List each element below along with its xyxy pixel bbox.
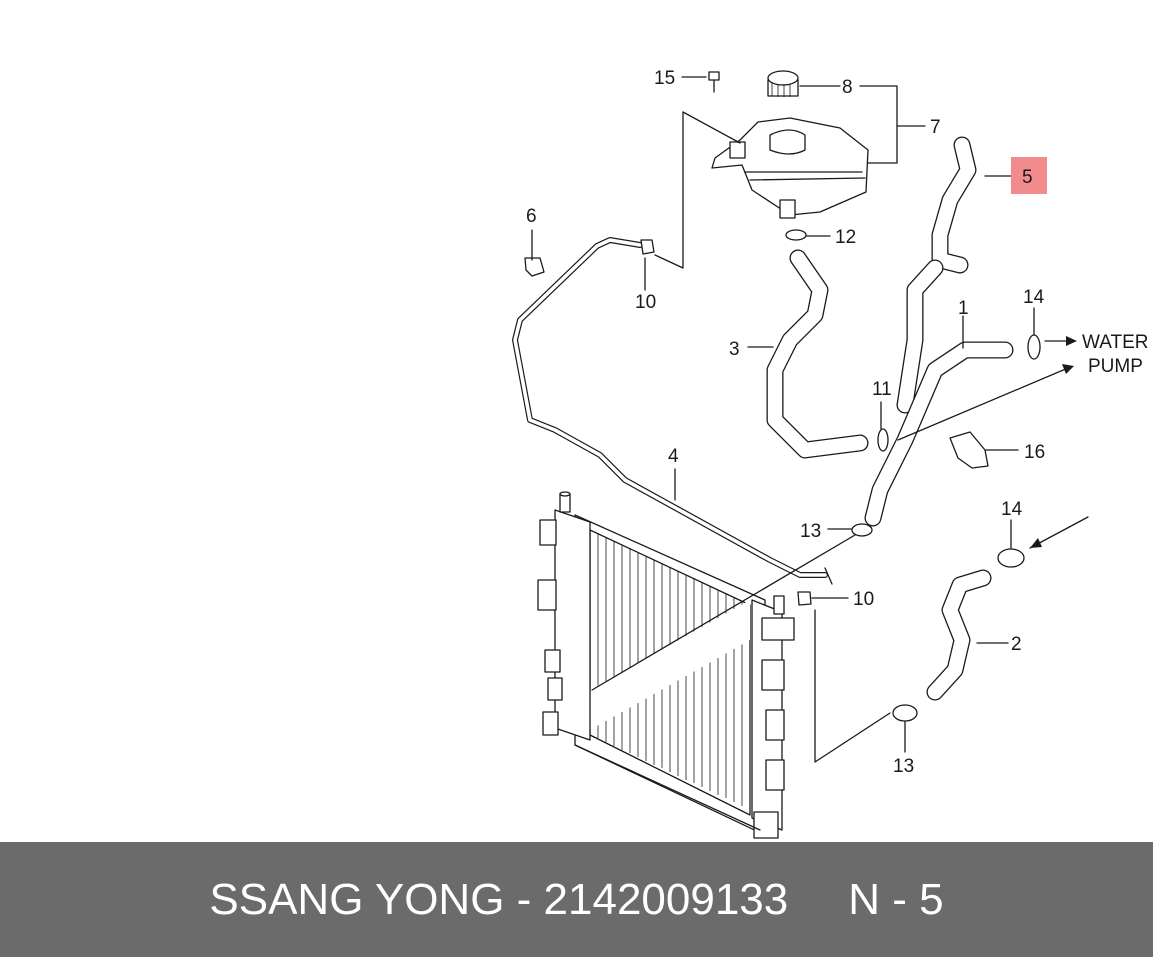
label-part-2: 2 [1011,634,1022,655]
label-part-8: 8 [842,77,853,98]
footer-part-number: 2142009133 [543,874,789,924]
part-labels: 15 8 7 5 6 12 10 14 1 3 11 16 4 14 13 10… [526,68,1149,777]
connector-16 [949,431,989,469]
radiator [537,491,795,839]
label-part-11: 11 [872,379,892,400]
hose-5 [896,136,977,414]
label-part-14-lower: 14 [1001,499,1023,520]
clip-10-upper [640,239,655,255]
label-part-15: 15 [654,68,675,89]
label-part-13-upper: 13 [800,521,821,542]
label-part-14-upper: 14 [1023,287,1045,308]
clamp-13-upper [851,523,873,537]
label-part-13-lower: 13 [893,756,914,777]
label-part-6: 6 [526,206,537,227]
highlight-box-part-5 [1011,157,1047,194]
bracket-6 [524,257,545,277]
footer-position-label: N - 5 [848,874,944,924]
clamp-14-lower [997,548,1025,568]
hose-2 [926,569,992,701]
hose-1 [864,341,1014,527]
arrow-to-water-pump-upper [1066,336,1077,346]
hose-3 [766,249,869,459]
parts-diagram: 15 8 7 5 6 12 10 14 1 3 11 16 4 14 13 10… [512,68,1149,839]
label-part-3: 3 [729,339,740,360]
arrow-to-water-pump-lower [1062,364,1074,374]
part-info-footer: SSANG YONG - 2142009133 N - 5 [0,842,1153,957]
label-part-12: 12 [835,227,856,248]
leader-lines [531,76,1089,763]
expansion-tank-7 [711,117,869,219]
label-part-10-upper: 10 [635,292,656,313]
label-part-16: 16 [1024,442,1045,463]
label-part-10-lower: 10 [853,589,874,610]
cap-8 [767,70,799,97]
clamp-11 [877,428,889,452]
label-part-5: 5 [1022,167,1033,188]
bolt-15 [708,71,720,93]
label-part-7: 7 [930,117,941,138]
label-part-1: 1 [958,298,969,319]
clamp-12 [785,229,807,241]
footer-brand: SSANG YONG [209,874,505,924]
clamp-13-lower [892,704,918,722]
arrow-lower-inlet [1030,538,1042,548]
label-part-4: 4 [668,446,679,467]
clip-10-lower [797,591,812,606]
clamp-14-upper [1027,334,1041,360]
label-water-pump-line2: PUMP [1088,356,1143,377]
footer-separator: - [504,874,544,924]
bleed-pipe-4 [512,237,833,585]
label-water-pump-line1: WATER [1082,332,1149,353]
